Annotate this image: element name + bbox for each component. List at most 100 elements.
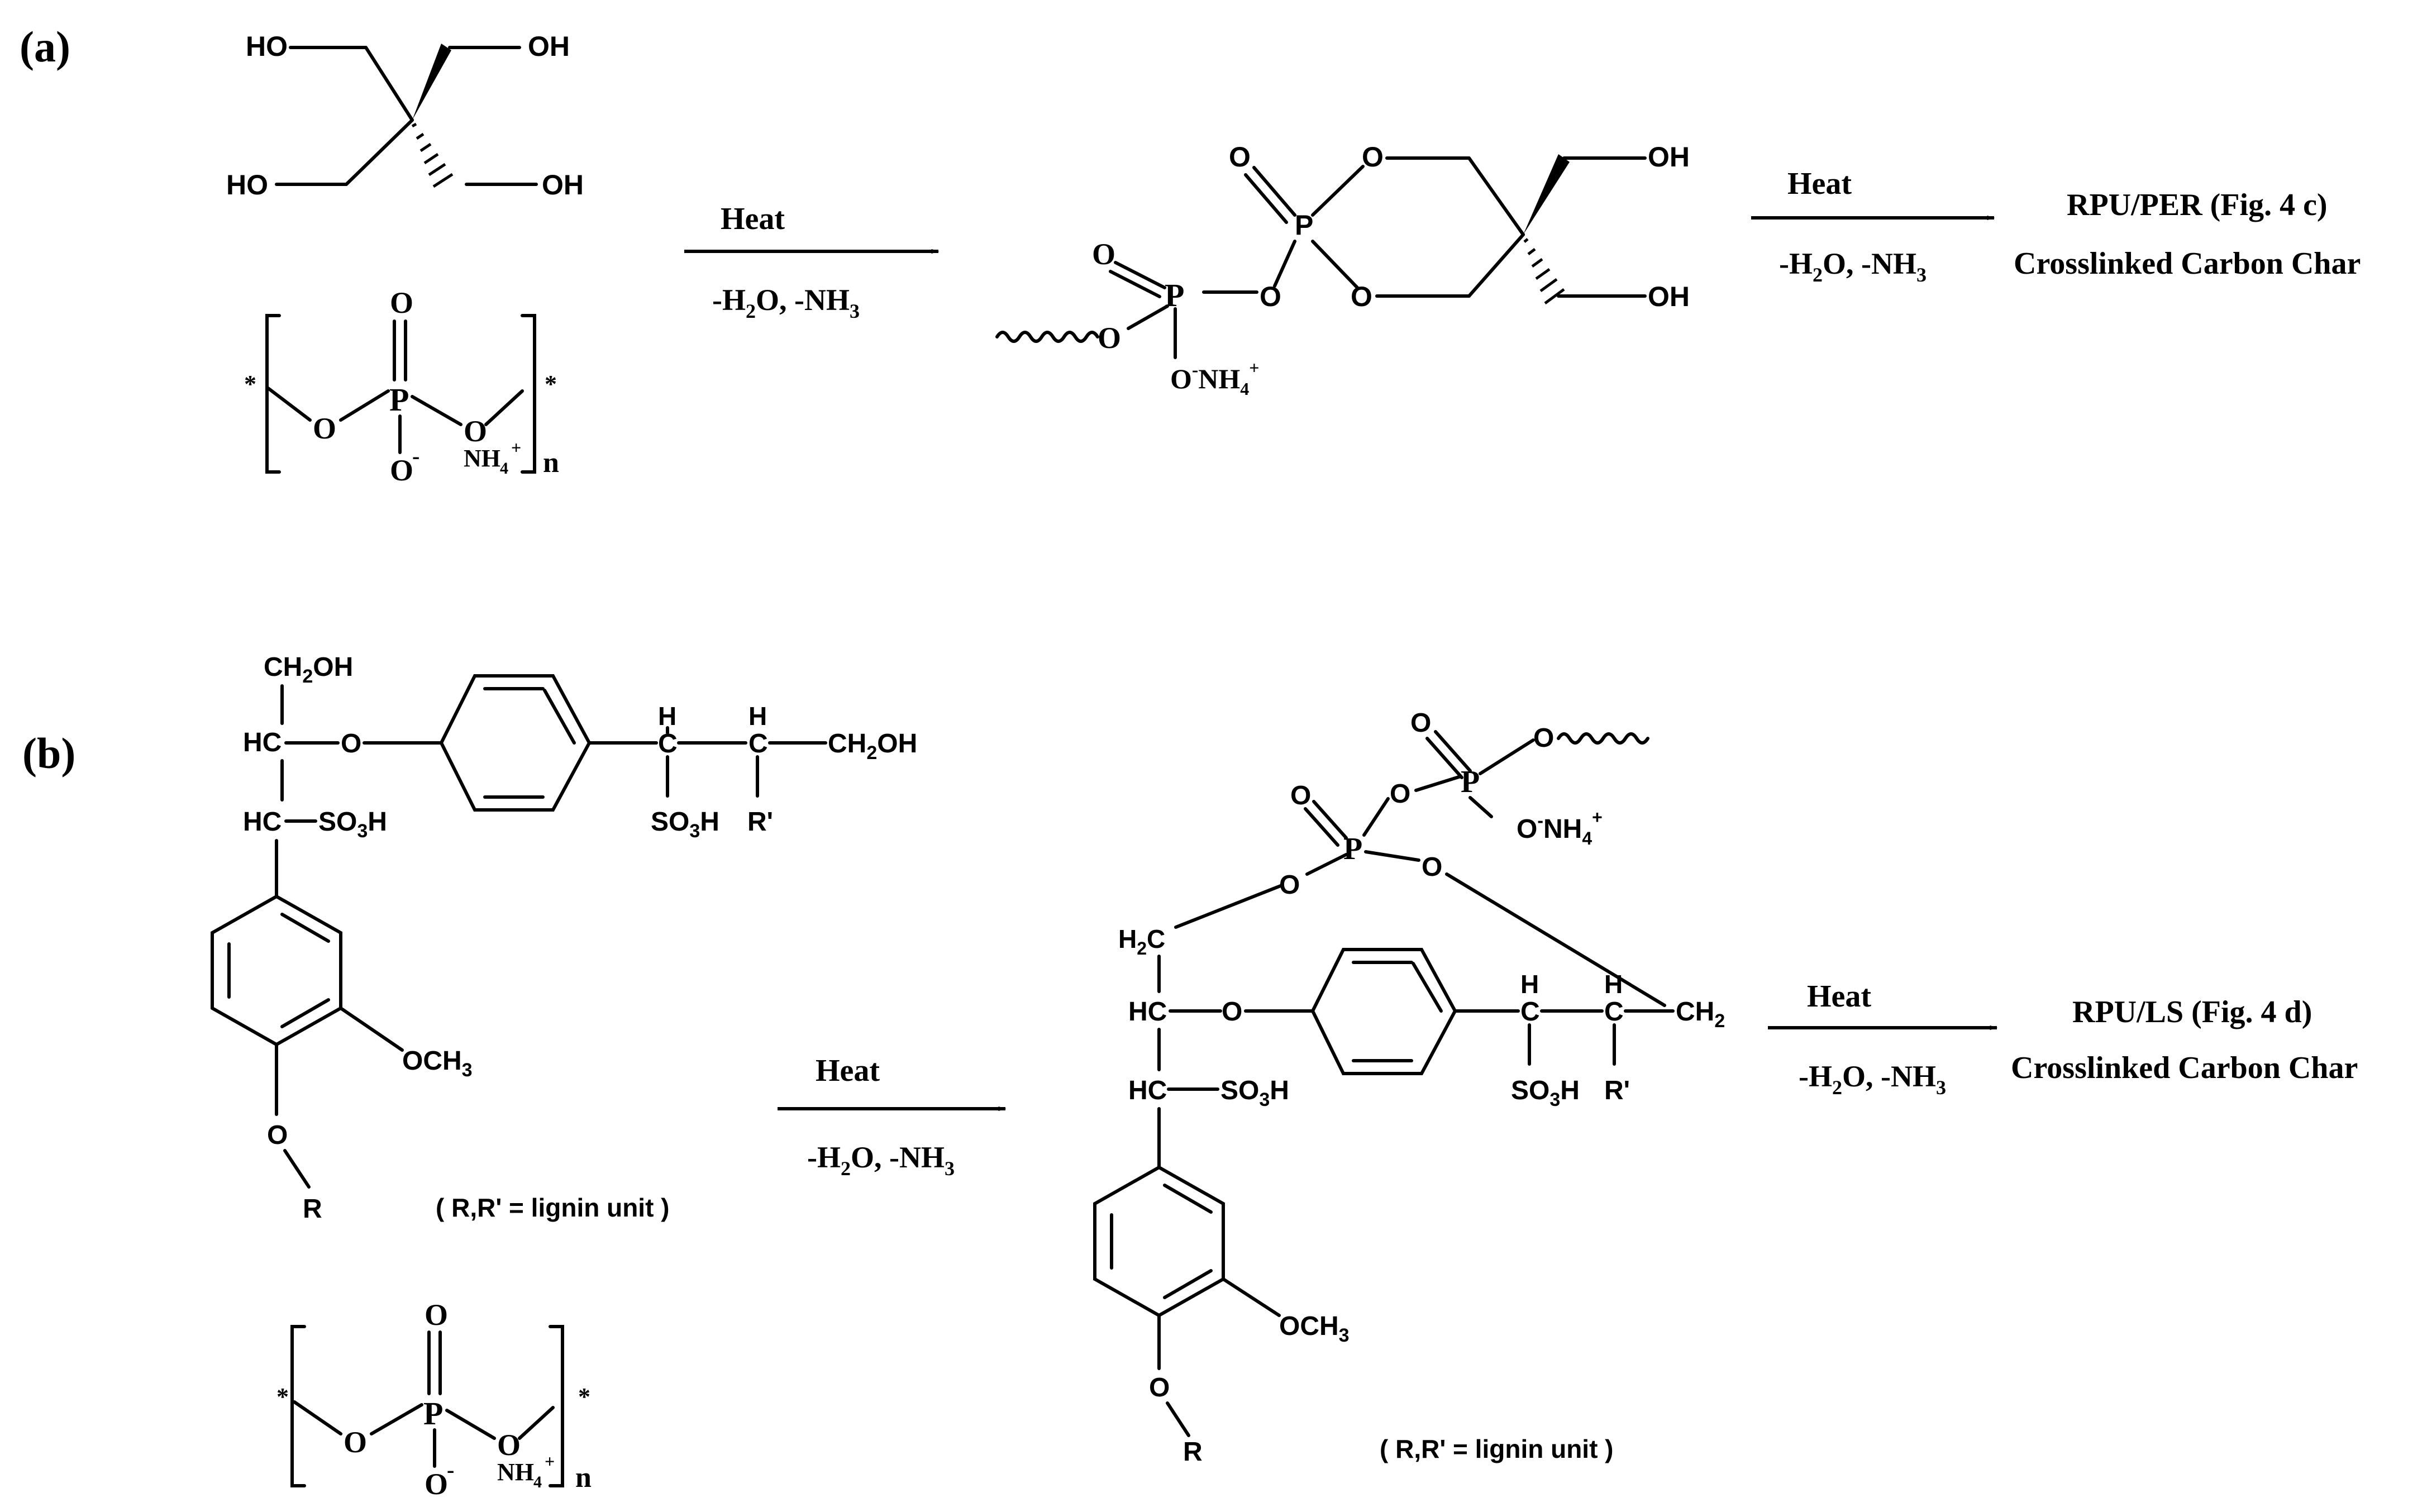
oxygen-label: O	[425, 1298, 448, 1332]
bond	[1467, 156, 1525, 236]
hydroxymethyl-label: CH2OH	[264, 652, 353, 687]
bond	[1311, 165, 1365, 217]
panel-a: (a) HO OH HO OH	[20, 22, 2361, 487]
hydroxyl-label: HO	[226, 169, 268, 201]
heat-label: Heat	[1787, 166, 1852, 201]
heat-label: Heat	[816, 1053, 880, 1088]
polymer-chain-squiggle	[1557, 732, 1649, 745]
ether-oxygen-label: O	[1222, 997, 1242, 1027]
bond	[345, 118, 414, 186]
aromatic-ring	[211, 894, 342, 1047]
lignin-unit-note: ( R,R' = lignin unit )	[436, 1193, 670, 1222]
double-bond	[1425, 737, 1463, 779]
bond	[1468, 796, 1493, 818]
bond	[1414, 775, 1462, 792]
reaction-arrow-a2: Heat -H2O, -NH3	[1751, 166, 1995, 286]
carbon-label: C	[1604, 997, 1624, 1027]
panel-b-label: (b)	[22, 729, 75, 778]
benzene-ring	[1310, 948, 1457, 1075]
svg-text:+: +	[511, 437, 521, 457]
r-group-label: R	[1183, 1437, 1203, 1467]
hydroxyl-label: OH	[542, 169, 584, 201]
bond	[1166, 1401, 1190, 1437]
sulfonic-acid-label: SO3H	[1220, 1076, 1289, 1110]
bond	[339, 1007, 404, 1052]
star-right: *	[578, 1383, 590, 1410]
panel-b: (b) CH2OH HC O HC SO3H H C SO3H	[22, 652, 2358, 1501]
double-bond	[1114, 261, 1166, 289]
oxygen-label: O	[1362, 141, 1384, 173]
methylene-label: CH2	[1676, 997, 1725, 1032]
methine-label: HC	[243, 728, 282, 757]
sulfonic-acid-label: SO3H	[651, 807, 719, 842]
double-bond	[1304, 807, 1339, 847]
bond	[1311, 240, 1359, 289]
bond	[518, 1406, 555, 1440]
result-label: RPU/LS (Fig. 4 d)	[2072, 995, 2312, 1029]
bond	[339, 389, 390, 422]
oxygen-label: O	[313, 412, 336, 445]
r-prime-label: R'	[747, 807, 773, 837]
bond	[1364, 850, 1420, 862]
star-right: *	[545, 370, 557, 398]
oxygen-label: O	[1390, 779, 1410, 809]
oxygen-label: O	[267, 1120, 288, 1150]
hashed-bond	[411, 122, 454, 188]
heat-label: Heat	[1807, 979, 1871, 1014]
oxygen-label: O	[390, 286, 413, 319]
methine-label: HC	[1128, 997, 1167, 1027]
ether-oxygen-label: O	[341, 729, 361, 759]
byproducts-label: -H2O, -NH3	[1779, 247, 1927, 286]
oxygen-label: O	[1229, 141, 1251, 173]
svg-text:+: +	[545, 1451, 555, 1471]
double-bond	[1312, 800, 1348, 840]
bracket-left	[265, 314, 281, 474]
carbon-label: C	[1520, 997, 1540, 1027]
hydroxymethyl-label: CH2OH	[828, 729, 917, 764]
bond	[411, 395, 462, 426]
hydrogen-label: H	[1604, 970, 1623, 999]
hydroxyl-label: OH	[528, 31, 570, 62]
oxygen-label: O	[1149, 1373, 1170, 1403]
bond	[283, 1149, 311, 1189]
benzene-ring	[439, 674, 592, 812]
methoxy-label: OCH3	[1279, 1311, 1350, 1346]
bond	[445, 1409, 496, 1440]
phosphorus-label: P	[423, 1395, 443, 1432]
sulfonic-acid-label: SO3H	[318, 807, 387, 842]
panel-a-label: (a)	[20, 22, 70, 71]
oxygen-anion-label: O-NH4+	[1517, 807, 1603, 848]
phosphate-ester-product-a: O P O O OH OH	[995, 141, 1690, 399]
bond	[370, 1403, 423, 1435]
phosphorus-label: P	[389, 381, 409, 418]
byproducts-label: -H2O, -NH3	[807, 1141, 955, 1180]
bond	[266, 387, 312, 422]
oxygen-anion-label: O-NH4+	[1170, 357, 1259, 399]
bracket-right	[521, 314, 536, 474]
svg-text:4: 4	[533, 1473, 542, 1491]
double-bond	[1244, 173, 1288, 224]
aromatic-ring	[1093, 1165, 1225, 1318]
byproducts-label: -H2O, -NH3	[712, 283, 860, 322]
bond	[1222, 1277, 1281, 1317]
wedge-bond	[1523, 154, 1570, 235]
hydroxyl-label: OH	[1648, 141, 1690, 173]
methine-label: HC	[243, 807, 282, 837]
reaction-arrow-a1: Heat -H2O, -NH3	[684, 202, 940, 322]
oxygen-label: O	[1092, 237, 1115, 271]
bond	[1445, 872, 1666, 1007]
hydrogen-label: H	[658, 702, 676, 731]
result-label: Crosslinked Carbon Char	[2014, 246, 2361, 281]
oxygen-anion-label: O	[425, 1467, 448, 1501]
oxygen-label: O	[464, 414, 487, 448]
wedge-bond	[412, 44, 451, 120]
heat-label: Heat	[721, 202, 785, 236]
r-prime-label: R'	[1604, 1076, 1630, 1105]
ammonium-label: NH 4 +	[464, 437, 521, 478]
minus-sign: -	[412, 443, 419, 469]
polymer-chain-squiggle	[995, 331, 1099, 343]
double-bond	[1434, 730, 1472, 772]
bond	[1273, 240, 1296, 288]
